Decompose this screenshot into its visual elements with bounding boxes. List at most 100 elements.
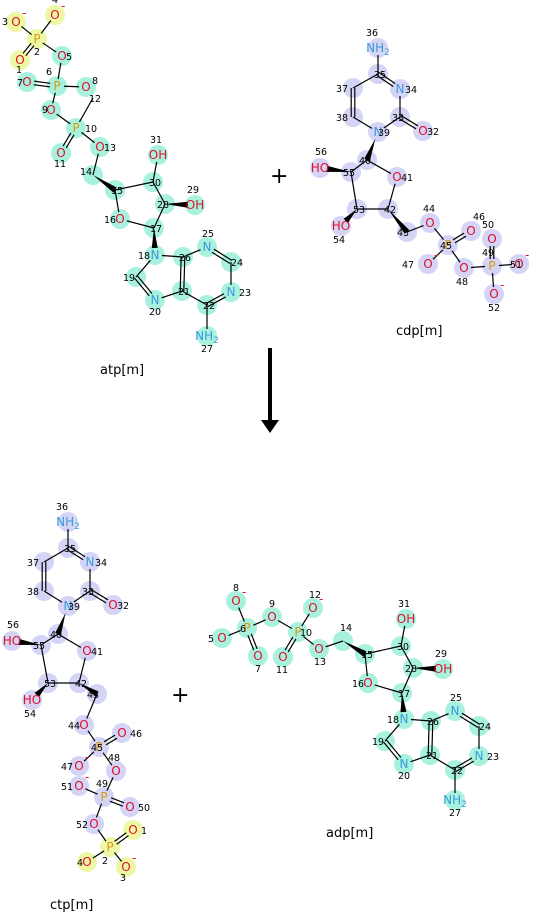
- ctp-atom-45-number: 45: [91, 743, 103, 754]
- adp-atom-7-number: 7: [255, 664, 261, 675]
- adp-atom-11-number: 11: [276, 665, 288, 676]
- adp-atom-24-number: 24: [479, 722, 491, 733]
- ctp-name: ctp[m]: [50, 898, 93, 913]
- atp-atom-2-number: 2: [34, 47, 40, 58]
- ctp-highlight-44: [74, 715, 94, 735]
- adp-atom-9-number: 9: [269, 599, 275, 610]
- atp-atom-16-number: 16: [104, 215, 116, 226]
- ctp-double-bond: [88, 592, 107, 604]
- cdp-atom-51-charge: -: [525, 248, 529, 262]
- cdp-atom-49-symbol: P: [488, 259, 495, 273]
- adp-atom-29-symbol: OH: [434, 662, 452, 676]
- atp-bond: [161, 290, 183, 299]
- ctp-atom-47-charge: -: [85, 750, 89, 764]
- atp-bond: [42, 42, 57, 53]
- cdp-highlight-46: [461, 221, 481, 241]
- cdp-atom-42-number: 42: [384, 205, 396, 216]
- cdp-bond: [352, 73, 379, 89]
- ctp-wedge-bond: [18, 638, 41, 645]
- adp-atom-17-number: 17: [398, 689, 410, 700]
- ctp-atom-46-symbol: O: [117, 726, 126, 740]
- ctp-atom-32-number: 32: [117, 601, 129, 612]
- atp-atom-13-symbol: O: [95, 140, 104, 154]
- atp-bond: [40, 20, 52, 34]
- ctp-atom-36-symbol: NH2: [56, 515, 80, 532]
- adp-atom-8-number: 8: [233, 583, 239, 594]
- adp-double-bond: [431, 721, 434, 756]
- ctp-bond: [78, 657, 86, 684]
- adp-highlight-31: [396, 609, 416, 629]
- atp-atom-15-number: 15: [111, 186, 123, 197]
- atp-atom-18-number: 18: [138, 251, 150, 262]
- ctp-bond: [97, 829, 107, 842]
- atp-atom-29-symbol: OH: [186, 198, 204, 212]
- cdp-atom-46-number: 46: [473, 212, 485, 223]
- adp-bond: [325, 640, 344, 648]
- cdp-highlight-36: [368, 38, 388, 58]
- atp-double-bond: [179, 256, 182, 291]
- ctp-bond: [40, 644, 49, 684]
- atp-name: atp[m]: [100, 363, 144, 378]
- adp-bonds: [228, 607, 481, 793]
- adp-double-bond: [385, 739, 402, 758]
- ctp-wedge-bond: [79, 683, 99, 697]
- atp-highlight-5: [52, 46, 72, 66]
- atp-double-bond: [33, 84, 50, 88]
- ctp-highlight-52: [84, 814, 104, 834]
- atp-bond: [181, 290, 208, 306]
- cdp-highlights: [310, 38, 529, 304]
- atp-atom-31-symbol: OH: [149, 148, 167, 162]
- ctp-highlight-4: [77, 852, 97, 872]
- cdp-bond: [498, 263, 513, 267]
- cdp-bond: [387, 183, 396, 210]
- ctp-highlight-51: [69, 776, 89, 796]
- ctp-atom-4-number: 4: [77, 858, 83, 869]
- adp-wedge-bond: [413, 665, 437, 672]
- adp-atom-31-number: 31: [398, 599, 410, 610]
- cdp-atom-45-symbol: P: [444, 238, 451, 252]
- ctp-atom-1-symbol: O: [128, 823, 137, 837]
- adp-atom-25-number: 25: [450, 693, 462, 704]
- ctp-atom-51-symbol: O: [74, 779, 83, 793]
- ctp-atom-35-number: 35: [64, 544, 76, 555]
- adp-atom-19-number: 19: [372, 737, 384, 748]
- atp-bond: [81, 131, 95, 144]
- adp-atom-13-symbol: O: [314, 642, 323, 656]
- adp-highlight-25: [445, 701, 465, 721]
- cdp-bond: [352, 116, 373, 129]
- ctp-highlight-2: [100, 837, 120, 857]
- adp-highlight-20: [394, 754, 414, 774]
- adp-atom-12-charge: -: [319, 592, 323, 606]
- atp-atom-13-number: 13: [104, 143, 116, 154]
- adp-bond: [364, 645, 402, 655]
- adp-atom-26-number: 26: [427, 717, 439, 728]
- adp-double-bond: [427, 720, 430, 755]
- adp-atom-22-number: 22: [451, 766, 463, 777]
- adp-atom-9-symbol: O: [267, 610, 276, 624]
- cdp-atom-53-number: 53: [353, 205, 365, 216]
- cdp-bond: [406, 224, 424, 233]
- adp-atom-8-charge: -: [242, 585, 246, 599]
- atp-atom-12-number: 12: [89, 94, 101, 105]
- atp-highlight-20: [145, 290, 165, 310]
- atp-atom-22-number: 22: [203, 301, 215, 312]
- atp-atom-10-number: 10: [85, 124, 97, 135]
- atp-atom-4-number: 4: [52, 0, 58, 6]
- atp-atom-23-number: 23: [239, 288, 251, 299]
- adp-highlight-29: [433, 659, 453, 679]
- cdp-highlight-44: [420, 213, 440, 233]
- atp-atom-27-symbol: NH2: [195, 329, 219, 346]
- adp-atom-6-symbol: P: [243, 621, 250, 635]
- ctp-atom-43-number: 43: [87, 690, 99, 701]
- ctp-atom-50-symbol: O: [125, 800, 134, 814]
- atp-bonds: [21, 20, 233, 329]
- cdp-atom-47-number: 47: [402, 260, 414, 271]
- ctp-bond: [92, 850, 105, 859]
- atp-highlight-29: [185, 195, 205, 215]
- adp-highlight-23: [469, 746, 489, 766]
- adp-atom-27-number: 27: [449, 808, 461, 819]
- adp-bond: [374, 684, 403, 694]
- ctp-atom-47-number: 47: [61, 762, 73, 773]
- adp-atom-23-number: 23: [487, 752, 499, 763]
